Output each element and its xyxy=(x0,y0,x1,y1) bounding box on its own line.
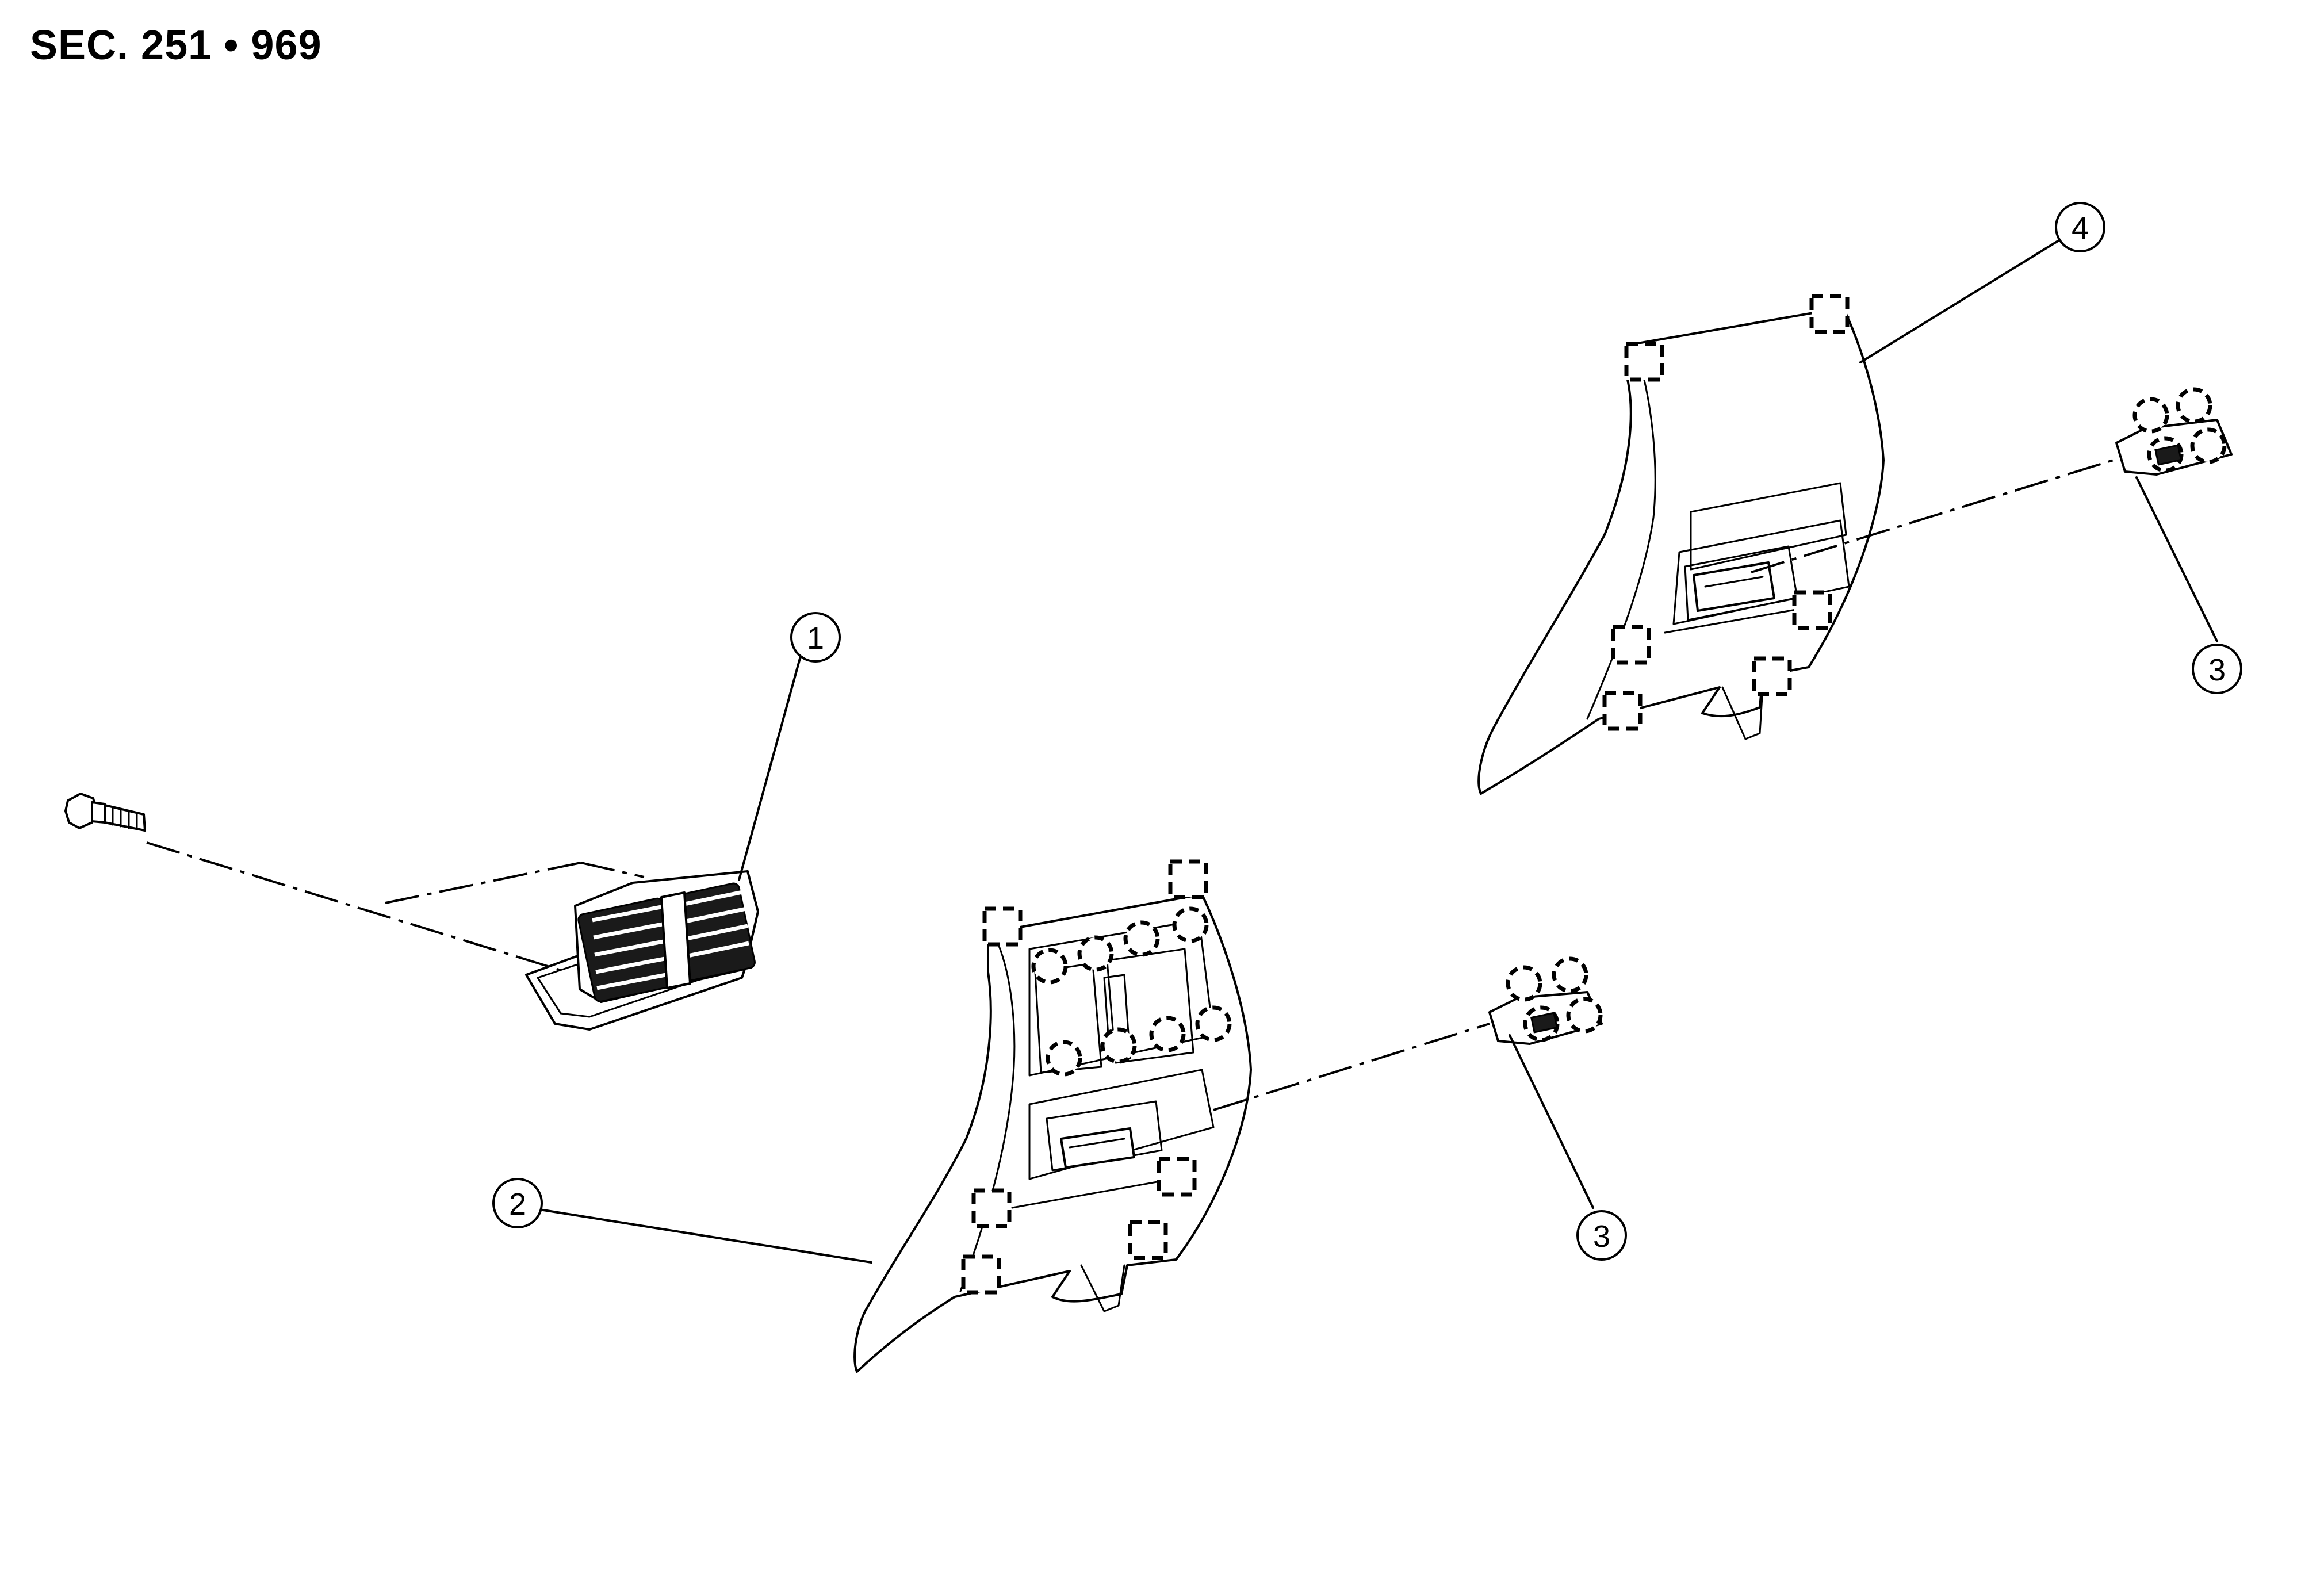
callout-number: 2 xyxy=(509,1187,526,1222)
clip-lower xyxy=(1488,956,1603,1045)
callout-number: 4 xyxy=(2072,211,2089,246)
console-panel-lower xyxy=(853,859,1252,1373)
callout-number: 3 xyxy=(1593,1219,1610,1254)
bolt xyxy=(64,793,146,832)
callout-2: 2 xyxy=(492,1178,543,1228)
air-vent-assembly xyxy=(525,870,759,1031)
callout-3-lower: 3 xyxy=(1576,1210,1627,1261)
callout-4: 4 xyxy=(2055,202,2105,252)
console-panel-upper xyxy=(1477,294,1885,795)
callout-3-upper: 3 xyxy=(2192,644,2242,694)
callout-number: 1 xyxy=(807,621,824,656)
section-title: SEC. 251 • 969 xyxy=(30,22,322,68)
clip-upper xyxy=(2115,387,2233,476)
callout-1: 1 xyxy=(790,612,841,663)
callout-number: 3 xyxy=(2208,653,2226,687)
